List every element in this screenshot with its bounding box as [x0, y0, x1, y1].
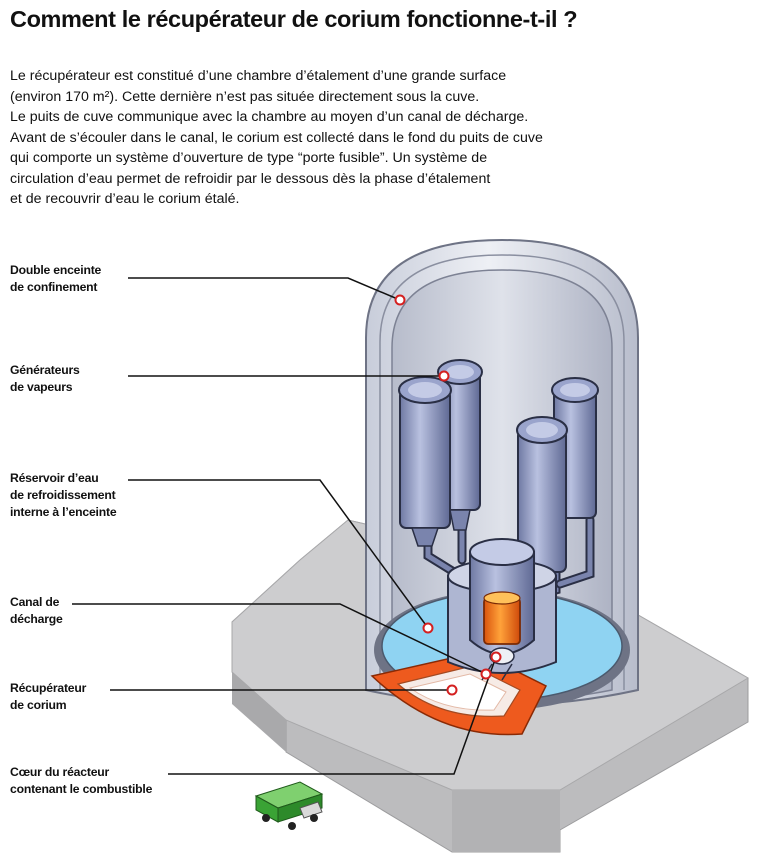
label-line: Cœur du réacteur: [10, 765, 110, 779]
intro-paragraph: Le récupérateur est constitué d’une cham…: [10, 66, 762, 210]
label-line: de confinement: [10, 280, 98, 294]
label-line: interne à l’enceinte: [10, 505, 117, 519]
intro-line: circulation d’eau permet de refroidir pa…: [10, 170, 491, 187]
intro-line: Le puits de cuve communique avec la cham…: [10, 109, 529, 125]
label-line: décharge: [10, 612, 63, 626]
label-line: Réservoir d’eau: [10, 471, 99, 485]
intro-line: qui comporte un système d’ouverture de t…: [10, 150, 488, 166]
callout-markers: [394, 294, 502, 696]
label-line: Canal de: [10, 595, 60, 609]
label-recuperateur: Récupérateur de corium: [10, 680, 86, 714]
reactor-pit: [447, 538, 557, 674]
intro-line: Le récupérateur est constitué d’une cham…: [10, 68, 507, 84]
intro-line: et de recouvrir d’eau le corium étalé.: [10, 191, 240, 207]
label-double-enceinte: Double enceinte de confinement: [10, 262, 101, 296]
label-coeur: Cœur du réacteur contenant le combustibl…: [10, 764, 152, 798]
intro-line: Avant de s’écouler dans le canal, le cor…: [10, 129, 543, 146]
label-generateurs: Générateurs de vapeurs: [10, 362, 80, 396]
reactor-core: [483, 597, 521, 645]
label-reservoir: Réservoir d’eau de refroidissement inter…: [10, 470, 117, 521]
truck-icon: [254, 781, 324, 830]
label-line: Double enceinte: [10, 263, 102, 277]
callout-lines: [72, 277, 497, 775]
label-line: de vapeurs: [10, 380, 73, 394]
intro-line: (environ 170 m²). Cette dernière n’est p…: [10, 88, 480, 105]
label-line: Récupérateur: [10, 681, 87, 695]
page-title: Comment le récupérateur de corium foncti…: [10, 6, 578, 32]
label-line: de refroidissement: [10, 488, 116, 502]
label-line: de corium: [10, 698, 67, 712]
label-canal: Canal de décharge: [10, 594, 63, 628]
label-line: Générateurs: [10, 363, 80, 377]
label-line: contenant le combustible: [10, 782, 153, 796]
